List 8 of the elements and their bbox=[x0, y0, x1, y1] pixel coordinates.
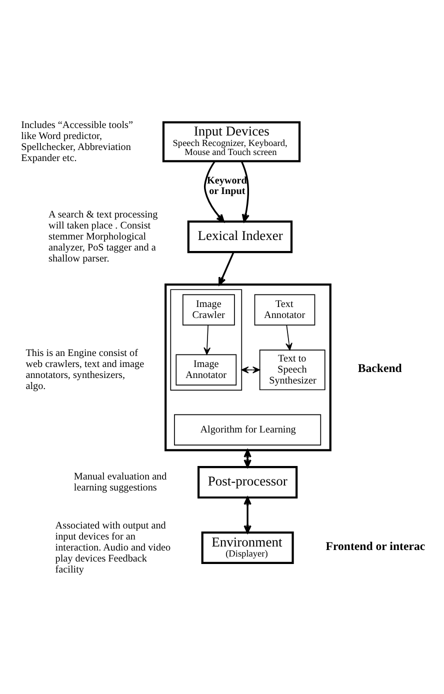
node-label: Associated with output and input devices for an interaction. Audio and video play devices Feedback facility bbox=[55, 520, 171, 575]
node-label: This is an Engine consist of web crawlers, text and image annotators, synthesizers, algo. bbox=[26, 348, 144, 392]
node-label: A search & text processing will taken place . Consist stemmer Morphological analyzer, PoS tagger and a shallow parser. bbox=[48, 208, 158, 264]
node-label: Manual evaluation and learning suggestions bbox=[74, 470, 167, 493]
edge-label: Keyword or Input bbox=[207, 175, 247, 196]
node-label: Includes “Accessible tools” like Word predictor, Spellchecker, Abbreviation Expander etc. bbox=[21, 119, 133, 164]
label: Backend bbox=[358, 360, 402, 375]
label: Frontend or interac bbox=[326, 538, 426, 553]
